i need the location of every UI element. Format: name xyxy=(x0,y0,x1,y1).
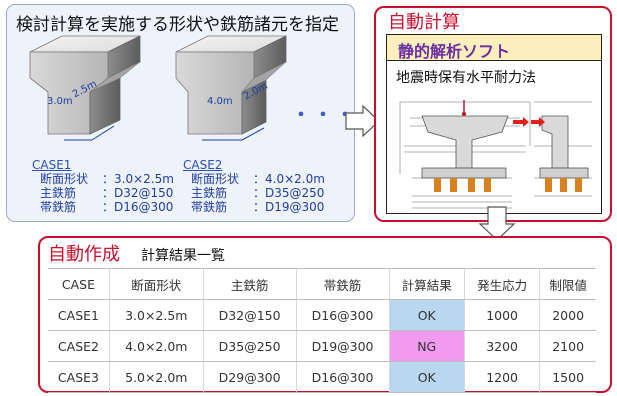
header-stress: 発生応力 xyxy=(463,268,540,300)
case1-width-dimension: 3.0m xyxy=(47,96,73,107)
result-ng-cell: NG xyxy=(388,330,465,362)
header-hoop-rebar: 帯鉄筋 xyxy=(295,268,390,300)
table-row: CASE3 5.0×2.0m D29@300 D16@300 OK 1200 1… xyxy=(48,361,596,393)
results-header-row: CASE 断面形状 主鉄筋 帯鉄筋 計算結果 発生応力 制限値 xyxy=(48,268,596,300)
case1-pier-shape xyxy=(29,35,141,135)
header-result: 計算結果 xyxy=(388,268,465,300)
table-row: CASE1 3.0×2.5m D32@150 D16@300 OK 1000 2… xyxy=(48,299,596,331)
case2-hoop-rebar-row: 帯鉄筋：D19@300 xyxy=(191,200,325,214)
case2-spec-block: CASE2 断面形状：4.0×2.0m 主鉄筋：D35@250 帯鉄筋：D19@… xyxy=(183,158,325,214)
case2-main-rebar-row: 主鉄筋：D35@250 xyxy=(191,186,325,200)
results-list-title: 計算結果一覧 xyxy=(141,248,225,264)
header-limit: 制限値 xyxy=(539,268,596,300)
table-row: CASE2 4.0×2.0m D35@250 D19@300 NG 3200 2… xyxy=(48,330,596,362)
auto-calc-title: 自動計算 xyxy=(388,12,460,33)
analysis-method-title: 地震時保有水平耐力法 xyxy=(396,70,536,86)
software-header xyxy=(387,35,601,61)
case1-section-row: 断面形状：3.0×2.5m xyxy=(40,172,174,186)
specification-title: 検討計算を実施する形状や鉄筋諸元を指定 xyxy=(16,15,339,35)
case2-width-dimension: 4.0m xyxy=(207,96,233,107)
case1-hoop-rebar-row: 帯鉄筋：D16@300 xyxy=(40,200,174,214)
result-ok-cell: OK xyxy=(388,299,465,331)
down-arrow-icon xyxy=(478,206,516,241)
force-arrow-icon xyxy=(513,117,529,127)
case1-spec-block: CASE1 断面形状：3.0×2.5m 主鉄筋：D32@150 帯鉄筋：D16@… xyxy=(32,158,174,214)
case2-pier-shape xyxy=(175,35,287,135)
header-main-rebar: 主鉄筋 xyxy=(202,268,297,300)
software-title: 静的解析ソフト xyxy=(398,42,511,61)
auto-create-title: 自動作成 xyxy=(48,244,120,265)
case2-section-row: 断面形状：4.0×2.0m xyxy=(191,172,325,186)
result-ok-cell: OK xyxy=(388,361,465,393)
header-section: 断面形状 xyxy=(108,268,204,300)
case1-name: CASE1 xyxy=(32,158,72,172)
analysis-drawing xyxy=(399,100,592,209)
results-table: CASE 断面形状 主鉄筋 帯鉄筋 計算結果 発生応力 制限値 CASE1 3.… xyxy=(48,268,596,393)
right-arrow-icon xyxy=(345,104,380,138)
case2-name: CASE2 xyxy=(183,158,223,172)
pier-shape-drawings xyxy=(29,35,287,141)
case1-main-rebar-row: 主鉄筋：D32@150 xyxy=(40,186,174,200)
header-case: CASE xyxy=(48,268,110,300)
